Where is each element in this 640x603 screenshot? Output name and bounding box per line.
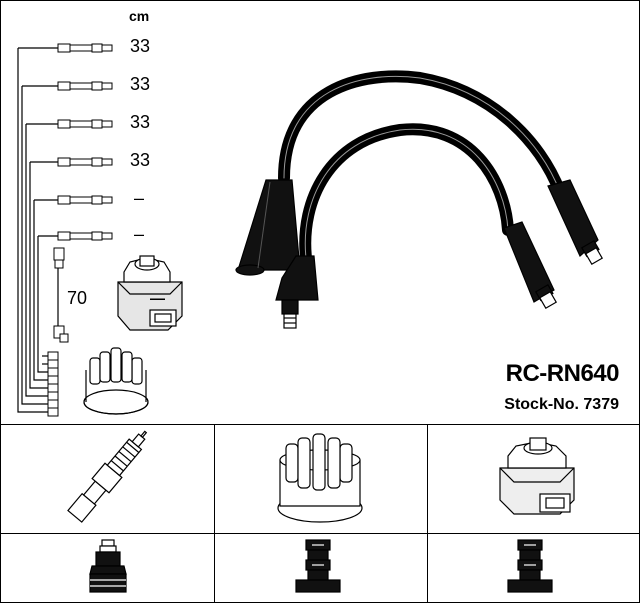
distributor-terminal-icon: [295, 539, 341, 593]
lead-length-3: 33: [130, 112, 151, 132]
lead-connector-5: [57, 195, 113, 205]
schematic-distributor-icon: [83, 347, 149, 415]
divider-middle: [0, 533, 640, 534]
angled-boot-right-2: [503, 221, 558, 310]
lead-length-2: 33: [130, 74, 151, 94]
lead-length-1: 33: [130, 36, 151, 56]
lead-connector-1: [57, 43, 113, 53]
svg-text:▬▬▬: ▬▬▬: [150, 296, 165, 302]
lead-connector-3: [57, 119, 113, 129]
lead-connector-4: [57, 157, 113, 167]
harness-end-terminals: [47, 351, 59, 417]
product-code: RC-RN640: [505, 360, 620, 387]
lead-connectors: [47, 43, 113, 417]
cable-boots: [235, 179, 604, 329]
divider-top: [0, 424, 640, 425]
ignition-coil-icon: [499, 437, 575, 515]
unit-label: cm: [129, 8, 150, 24]
spark-plug-icon: [67, 430, 148, 523]
ignition-cables: [278, 70, 566, 264]
lead-connector-2: [57, 81, 113, 91]
lead-harness-schematic: [17, 47, 59, 413]
straight-boot-left: [235, 179, 301, 276]
angled-boot-left: [275, 255, 319, 329]
coil-lead-connector: [53, 247, 69, 343]
divider-left: [214, 424, 215, 603]
divider-right: [427, 424, 428, 603]
schematic-coil-icon: ▬▬▬: [117, 255, 183, 331]
coil-terminal-icon: [507, 539, 553, 593]
stock-number: Stock-No. 7379: [504, 396, 619, 413]
lead-connector-6: [57, 231, 113, 241]
coil-lead-length: 70: [67, 288, 88, 308]
spark-plug-terminal-icon: [89, 539, 127, 593]
angled-boot-right-1: [547, 179, 604, 266]
lead-length-5: –: [134, 188, 145, 208]
distributor-cap-icon: [277, 433, 363, 523]
lead-length-4: 33: [130, 150, 151, 170]
lead-length-6: –: [134, 224, 145, 244]
